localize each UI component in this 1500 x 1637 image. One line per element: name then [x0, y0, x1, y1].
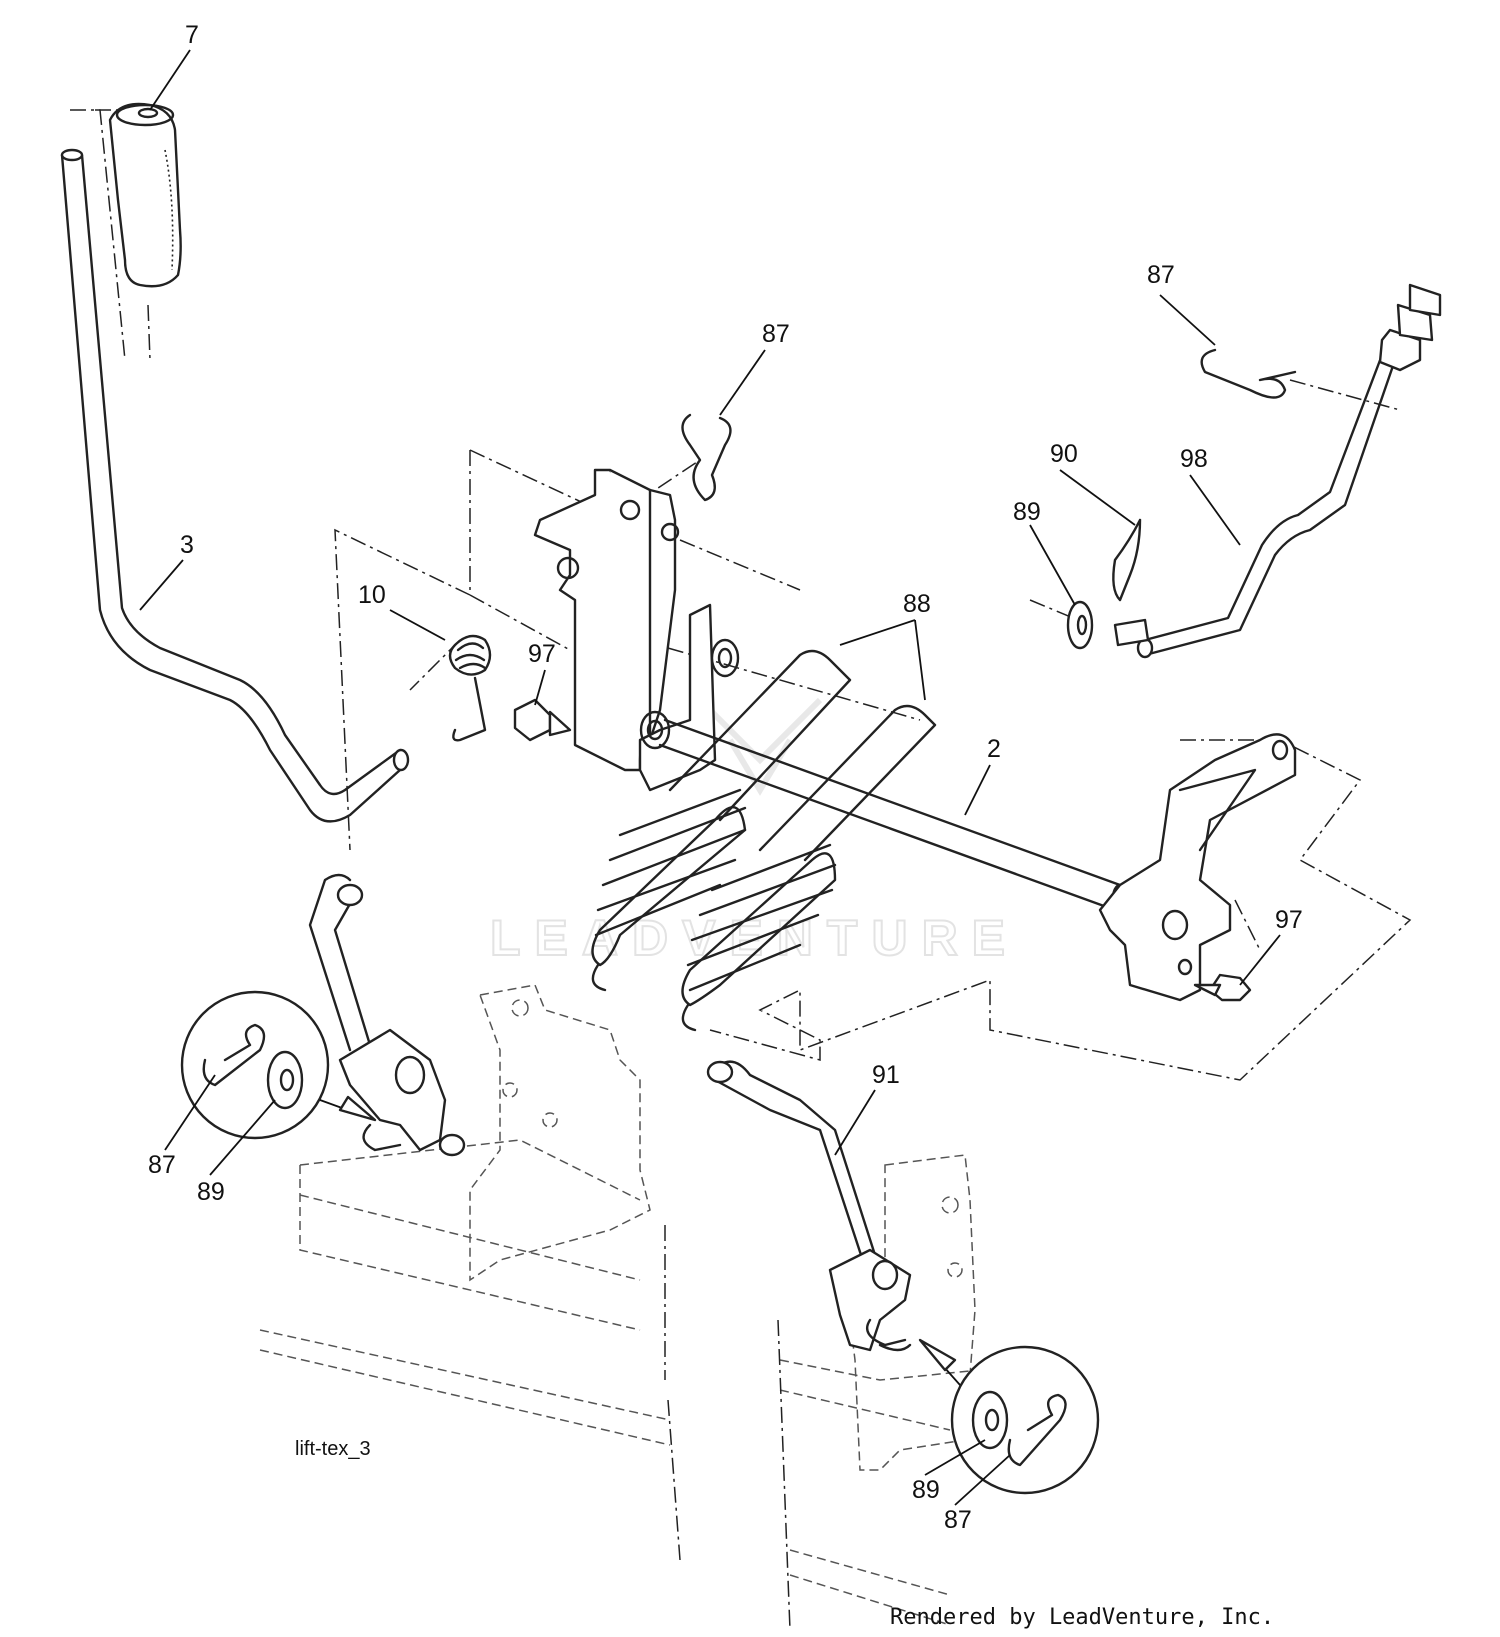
callout-leaders — [139, 49, 1281, 1506]
render-credit: Rendered by LeadVenture, Inc. — [890, 1605, 1274, 1630]
callout-98: 98 — [1180, 445, 1208, 473]
callout-89-left: 89 — [197, 1178, 225, 1206]
callout-89-right: 89 — [912, 1476, 940, 1504]
part-87-hairpin-top — [681, 413, 732, 502]
part-91-link-rod — [706, 1060, 912, 1352]
part-3-lift-handle — [60, 148, 410, 823]
left-link-rod — [308, 873, 466, 1157]
callout-90: 90 — [1050, 440, 1078, 468]
callout-7: 7 — [185, 21, 199, 49]
chassis-right-ghost — [777, 1154, 981, 1631]
callout-87-top-right: 87 — [1147, 261, 1175, 289]
part-98-adjuster-rod — [1136, 283, 1442, 659]
callout-2: 2 — [987, 735, 1001, 763]
callout-87-right: 87 — [944, 1506, 972, 1534]
part-97-bolt-right — [1193, 973, 1252, 1002]
callout-91: 91 — [872, 1061, 900, 1089]
center-bracket — [533, 468, 740, 792]
callout-89-top-right: 89 — [1013, 498, 1041, 526]
part-10-torsion-spring — [448, 634, 492, 742]
detail-circle-right — [918, 1338, 1100, 1495]
assembly-center-lines — [70, 109, 1412, 1081]
callout-87-left: 87 — [148, 1151, 176, 1179]
chassis-left-ghost — [259, 984, 681, 1561]
callout-88: 88 — [903, 590, 931, 618]
part-7-grip — [108, 102, 182, 288]
callout-10: 10 — [358, 581, 386, 609]
part-88-springs — [591, 649, 937, 1032]
part-87-hairpin-right — [1200, 348, 1297, 399]
right-lift-arm — [1098, 733, 1297, 1002]
callout-87-top: 87 — [762, 320, 790, 348]
part-97-bolt-left — [513, 698, 572, 742]
part-90-cotter-pin — [1112, 518, 1150, 647]
detail-circle-left — [180, 990, 377, 1140]
callout-97-left: 97 — [528, 640, 556, 668]
callout-97-right: 97 — [1275, 906, 1303, 934]
leadventure-watermark: LEADVENTURE — [489, 697, 1006, 967]
part-89-washer-top — [1066, 600, 1094, 650]
callout-labels: 7 3 10 97 87 88 2 87 90 98 89 97 91 87 8… — [148, 21, 1303, 1534]
callout-3: 3 — [180, 531, 194, 559]
diagram-id-label: lift-tex_3 — [295, 1438, 371, 1460]
